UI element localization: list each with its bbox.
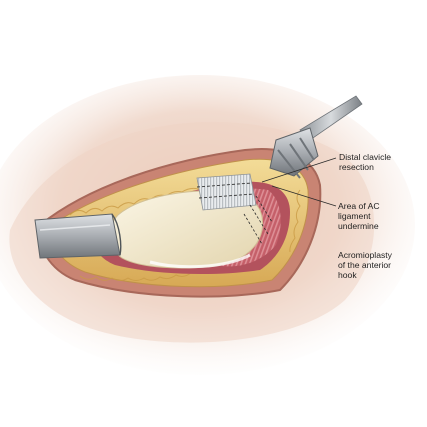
leader-ac-ligament <box>271 185 337 207</box>
bone-acromion <box>109 190 264 269</box>
retractor-left-icon <box>34 213 122 259</box>
label-line: resection <box>339 162 374 172</box>
label-line: Distal clavicle <box>339 152 392 162</box>
label-line: undermine <box>338 221 379 231</box>
retractor-right-icon <box>269 95 363 179</box>
distal-clavicle-resection <box>196 173 257 211</box>
label-line: ligament <box>338 211 371 221</box>
label-line: of the anterior <box>338 260 392 270</box>
leader-distal-clavicle <box>261 157 337 183</box>
label-distal-clavicle-resection: Distal clavicle resection <box>339 152 391 172</box>
label-line: Acromioplasty <box>338 250 392 260</box>
label-ac-ligament: Area of AC ligament undermine <box>338 201 380 231</box>
label-acromioplasty: Acromioplasty of the anterior hook <box>338 250 392 280</box>
label-line: Area of AC <box>338 201 380 211</box>
ac-ligament-area <box>243 195 273 245</box>
label-line: hook <box>338 270 357 280</box>
leader-lines <box>261 157 337 207</box>
